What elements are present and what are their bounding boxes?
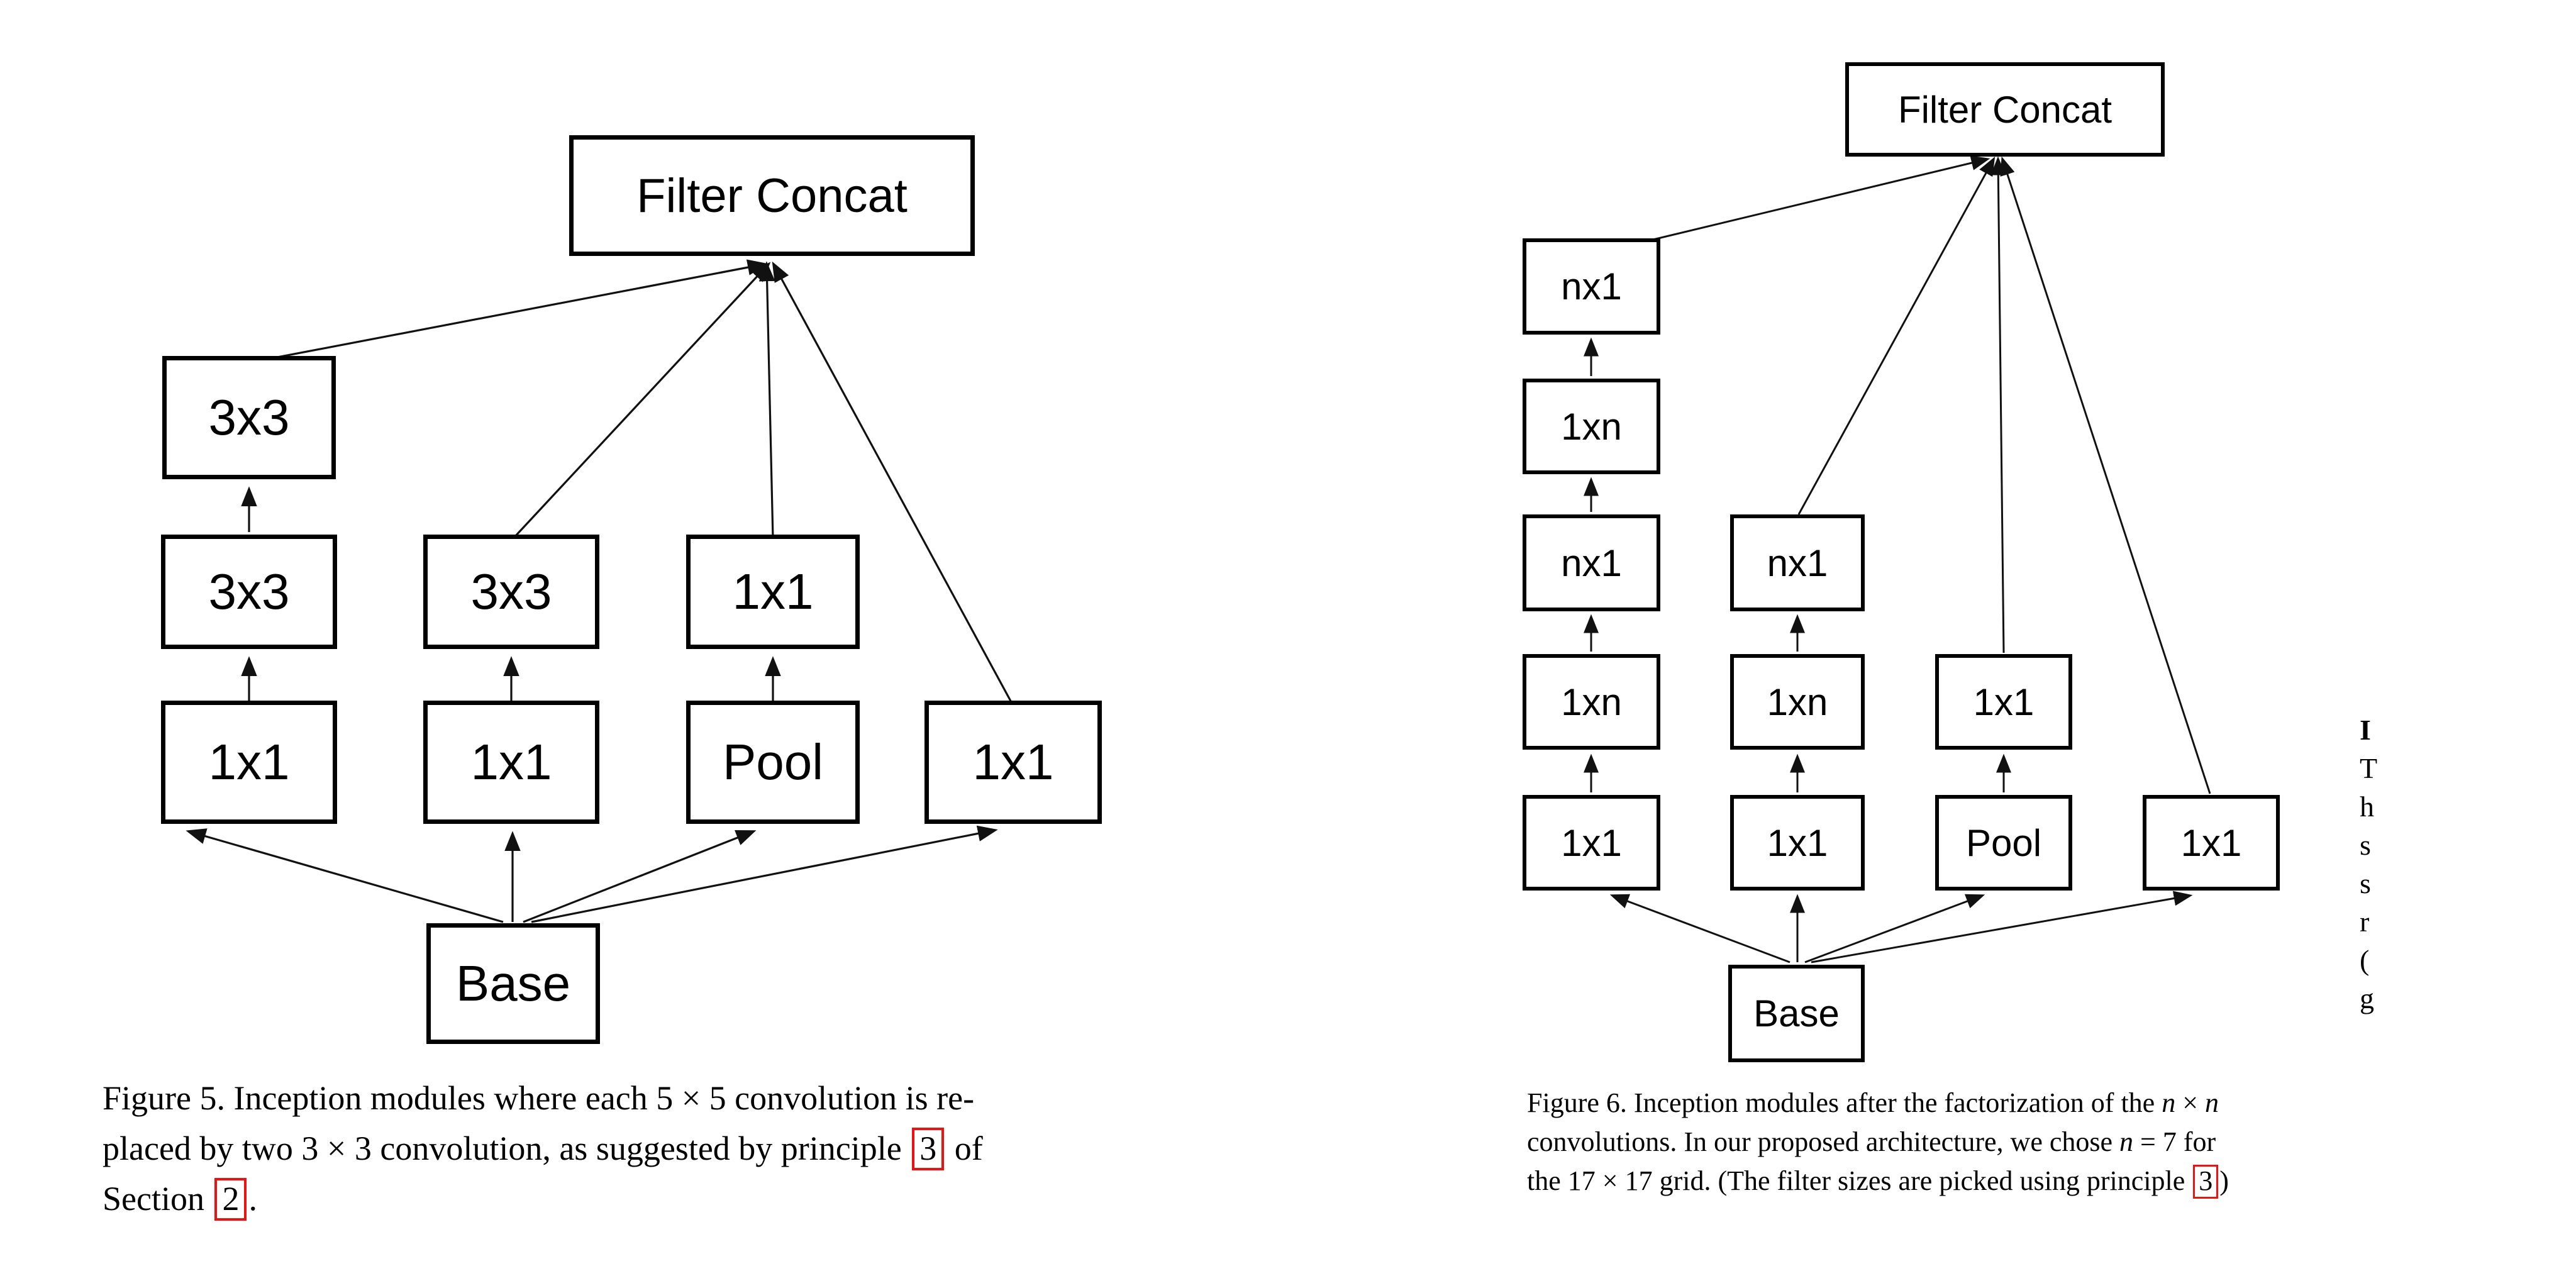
fig6-node-base: Base [1728, 965, 1865, 1062]
caption-line: convolutions. In our proposed architectu… [1527, 1123, 2370, 1162]
fig6-node-1xn-col2: 1xn [1730, 654, 1865, 750]
caption-line: Figure 6. Inception modules after the fa… [1527, 1084, 2370, 1123]
fig6-node-nx1-3: nx1 [1523, 514, 1660, 611]
arrow-line [1811, 891, 2193, 963]
ref-link-section-2[interactable]: 2 [214, 1178, 247, 1221]
fig6-node-1xn-2: 1xn [1523, 379, 1660, 474]
text-fragment: r [2360, 906, 2370, 938]
caption-math-n: n [2162, 1087, 2176, 1118]
fig5-node-3x3-top: 3x3 [162, 356, 336, 479]
caption-text: . [248, 1180, 257, 1218]
fig5-node-3x3-mid-left: 3x3 [161, 535, 337, 649]
fig5-node-1x1-right: 1x1 [924, 701, 1102, 824]
figure6-caption: Figure 6. Inception modules after the fa… [1527, 1084, 2370, 1201]
caption-text: placed by two 3 × 3 convolution, as sugg… [103, 1130, 911, 1167]
fig6-node-nx1-col2: nx1 [1730, 514, 1865, 611]
ref-link-principle-3[interactable]: 3 [912, 1128, 945, 1170]
caption-line: placed by two 3 × 3 convolution, as sugg… [103, 1123, 1272, 1174]
arrow-line [523, 830, 757, 923]
arrow-line [531, 825, 998, 923]
fig5-node-1x1-left: 1x1 [161, 701, 337, 824]
arrow-line [1804, 894, 1985, 963]
arrow-line [186, 828, 504, 923]
fig6-arrows [1584, 155, 2211, 963]
fig5-node-base: Base [426, 923, 600, 1044]
fig6-node-1x1-col2: 1x1 [1730, 795, 1865, 891]
fig5-node-pool: Pool [686, 701, 860, 824]
fig5-node-3x3-mid-center: 3x3 [423, 535, 599, 649]
text-fragment: g [2360, 982, 2374, 1014]
fig5-node-1x1-center: 1x1 [423, 701, 599, 824]
fig6-node-pool: Pool [1935, 795, 2072, 891]
caption-text: the 17 × 17 grid. (The filter sizes are … [1527, 1165, 2192, 1196]
arrow-line [264, 259, 768, 361]
fig6-node-1x1-col4: 1x1 [2143, 795, 2280, 891]
fig6-node-1xn-4: 1xn [1523, 654, 1660, 750]
caption-text: ) [2219, 1165, 2229, 1196]
text-fragment: T [2360, 752, 2378, 784]
caption-line: Section 2. [103, 1174, 1272, 1224]
arrow-line [758, 261, 775, 539]
text-fragment: s [2360, 867, 2371, 899]
caption-text: convolutions. In our proposed architectu… [1527, 1126, 2120, 1157]
arrow-line [1609, 894, 1790, 963]
arrow-line [1990, 156, 2006, 653]
caption-line: Figure 5. Inception modules where each 5… [103, 1073, 1272, 1123]
text-fragment: s [2360, 829, 2371, 861]
fig5-node-1x1-mid-right: 1x1 [686, 535, 860, 649]
fig5-arrows [186, 259, 1014, 923]
caption-text: Figure 5. Inception modules where each 5… [103, 1079, 975, 1117]
text-fragment: I [2360, 714, 2371, 746]
caption-text: of [946, 1130, 983, 1167]
clipped-next-column-text: I T h s s r ( g [2360, 711, 2380, 1018]
arrow-line [1797, 157, 1996, 515]
caption-line: the 17 × 17 grid. (The filter sizes are … [1527, 1162, 2370, 1201]
fig6-node-1x1-col1: 1x1 [1523, 795, 1660, 891]
caption-text: Figure 6. Inception modules after the fa… [1527, 1087, 2162, 1118]
caption-math-n: n [2205, 1087, 2219, 1118]
caption-text: = 7 for [2133, 1126, 2216, 1157]
fig6-node-filter-concat: Filter Concat [1845, 62, 2165, 157]
ref-link-principle-3[interactable]: 3 [2193, 1165, 2219, 1199]
arrow-line [1647, 155, 1990, 242]
fig6-node-1x1-col3: 1x1 [1935, 654, 2072, 750]
caption-text: × [2175, 1087, 2206, 1118]
fig6-node-nx1-top: nx1 [1523, 238, 1660, 335]
text-fragment: ( [2360, 944, 2370, 976]
arrow-line [772, 261, 1014, 706]
text-fragment: h [2360, 791, 2374, 823]
figure5-caption: Figure 5. Inception modules where each 5… [103, 1073, 1272, 1224]
fig5-node-filter-concat: Filter Concat [569, 135, 975, 256]
arrow-line [513, 262, 771, 538]
caption-text: Section [103, 1180, 213, 1218]
caption-math-n: n [2119, 1126, 2134, 1157]
arrow-line [2000, 156, 2211, 794]
